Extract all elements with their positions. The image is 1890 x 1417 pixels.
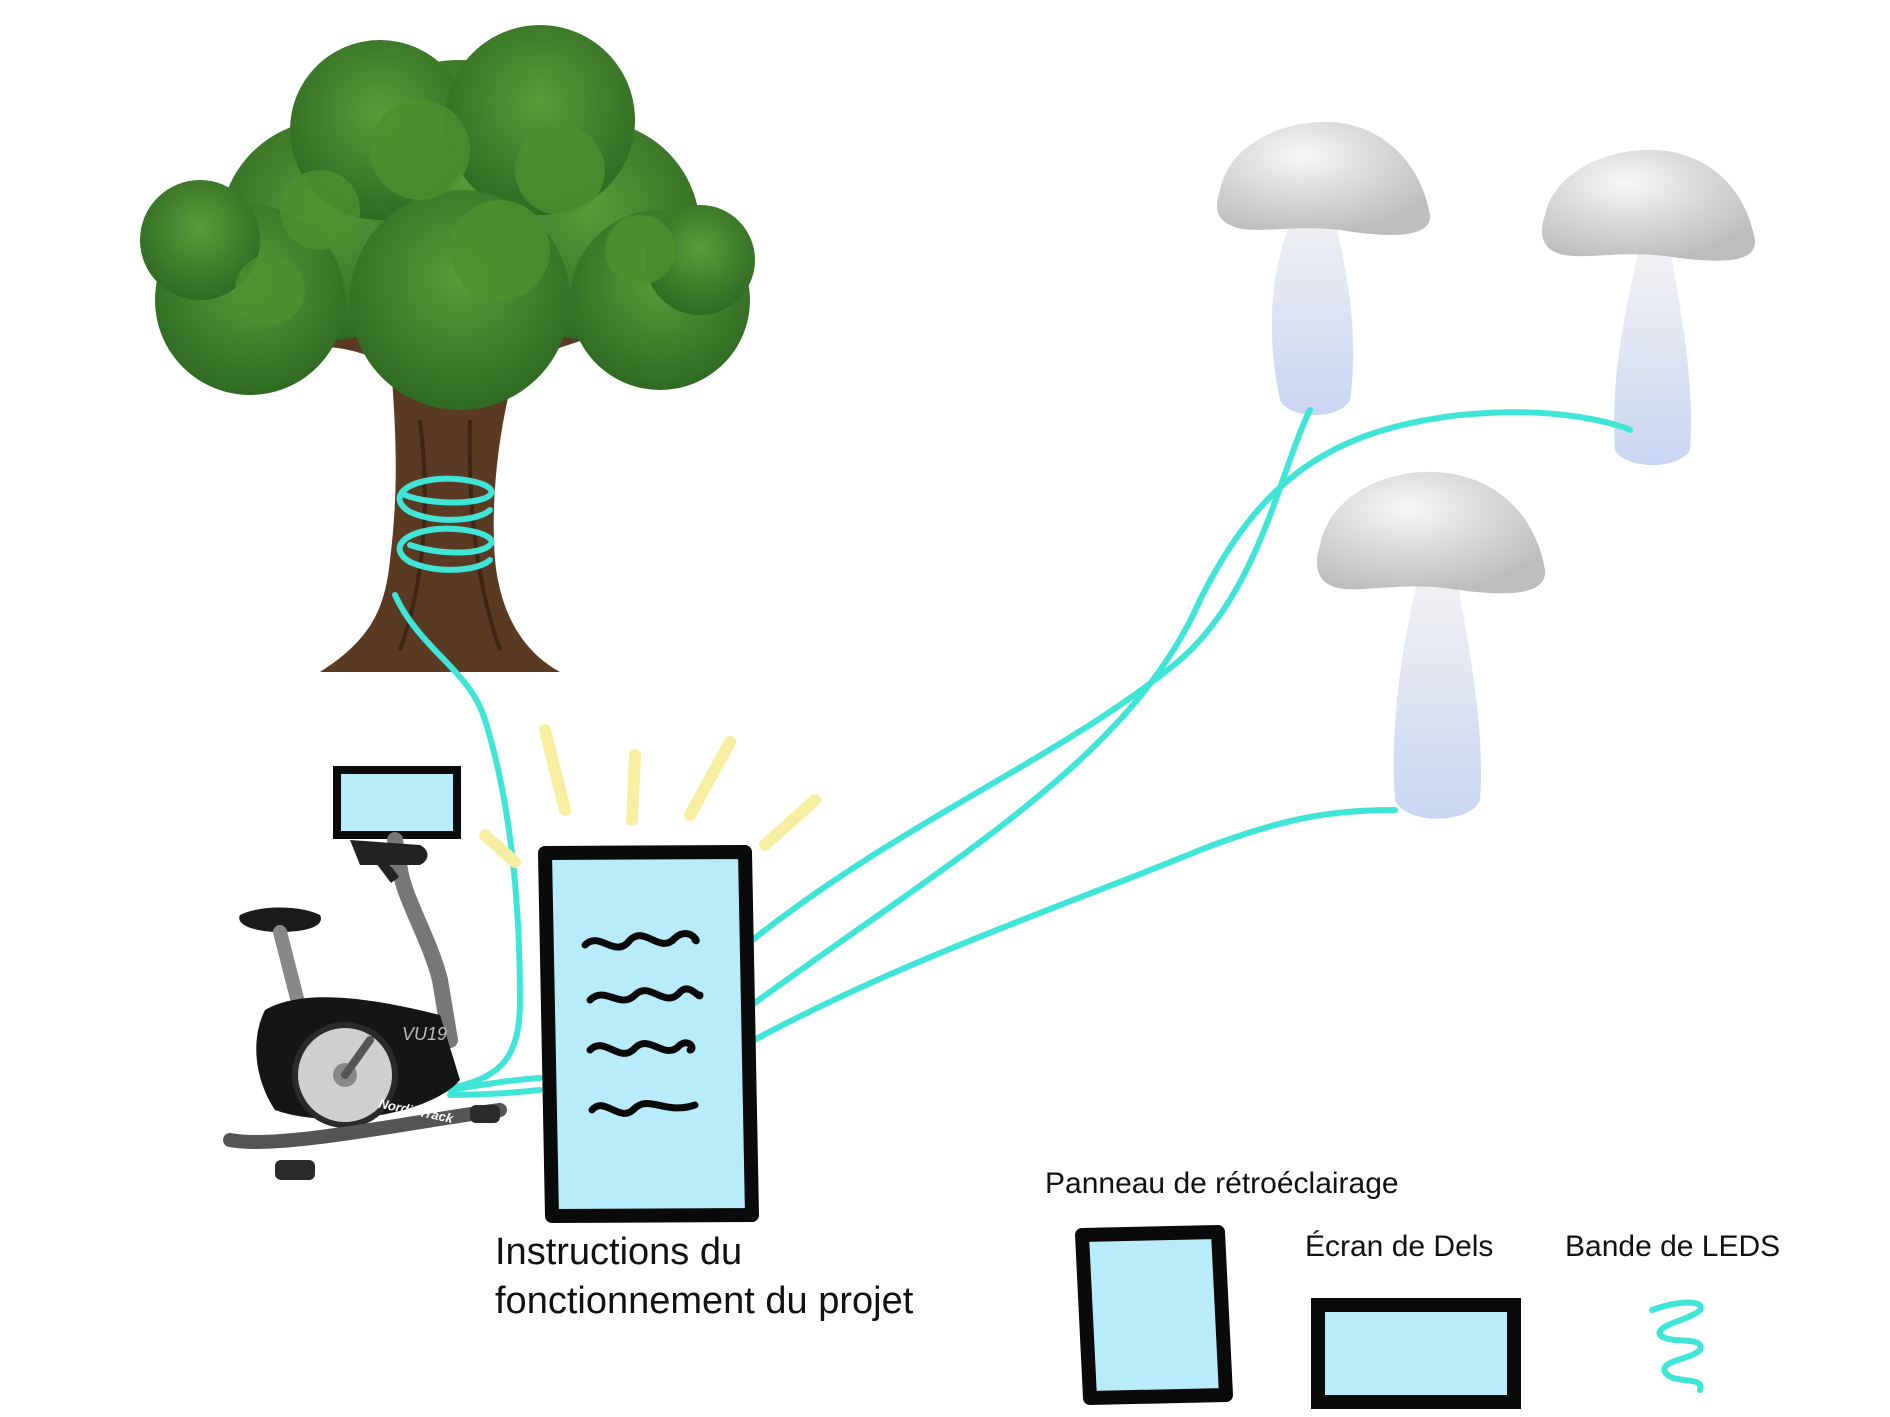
instructions-backlight-panel — [538, 845, 759, 1223]
instructions-label: Instructions du fonctionnement du projet — [495, 1228, 1015, 1326]
legend-backlight-panel-icon — [1075, 1225, 1233, 1405]
tree-foliage — [140, 25, 755, 410]
mushroom-3 — [1317, 471, 1546, 819]
legend-backlight-panel-label: Panneau de rétroéclairage — [1045, 1167, 1399, 1200]
instructions-label-line2: fonctionnement du projet — [495, 1280, 914, 1322]
legend — [1075, 1225, 1704, 1409]
mushroom-1 — [1217, 121, 1431, 415]
legend-led-strip-icon — [1649, 1299, 1704, 1393]
legend-led-strip-label: Bande de LEDS — [1565, 1230, 1781, 1263]
bike-led-screen — [333, 766, 461, 839]
instructions-label-line1: Instructions du — [495, 1231, 743, 1273]
bike-model-text: VU19 — [402, 1024, 447, 1044]
panel-glow-rays — [479, 724, 821, 868]
led-strip-tree-wrap — [396, 475, 495, 573]
tree — [140, 25, 755, 672]
legend-led-screen-icon — [1311, 1298, 1521, 1409]
legend-led-screen-label: Écran de Dels — [1305, 1230, 1494, 1263]
cable-panel-to-mushroom-2 — [742, 409, 1633, 1013]
led-cables — [392, 407, 1633, 1098]
mushroom-2 — [1542, 149, 1756, 465]
cable-panel-to-mushroom-3 — [742, 807, 1398, 1048]
tree-foliage-highlights — [235, 100, 675, 325]
cable-bike-to-panel-2 — [447, 1087, 543, 1098]
cable-bike-to-panel-1 — [447, 1075, 543, 1093]
exercise-bike: NordicTrack VU19 — [223, 766, 507, 1180]
instructions-squiggles — [581, 930, 704, 1117]
cable-panel-to-mushroom-1 — [737, 407, 1313, 953]
